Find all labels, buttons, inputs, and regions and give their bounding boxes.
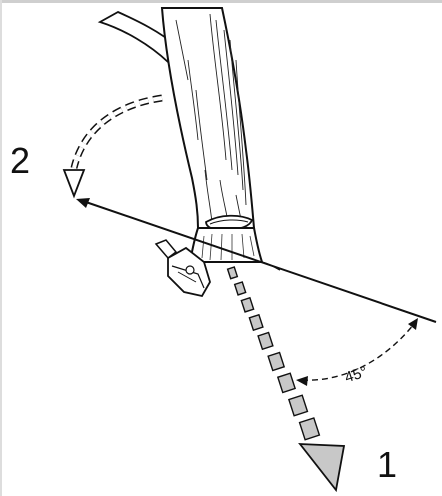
tree-icon — [97, 7, 281, 275]
angle-arc-icon — [296, 318, 418, 386]
frame-top-border — [0, 0, 442, 3]
frame-left-border — [0, 0, 2, 496]
retreat-path-arrow-icon — [62, 94, 163, 199]
route-2-label: 2 — [10, 140, 31, 181]
angle-label: 45° — [343, 363, 370, 386]
route-1-label: 1 — [377, 444, 398, 485]
fall-direction-arrow-icon — [226, 266, 346, 493]
direction-line — [76, 198, 437, 323]
chainsaw-icon — [154, 239, 211, 298]
